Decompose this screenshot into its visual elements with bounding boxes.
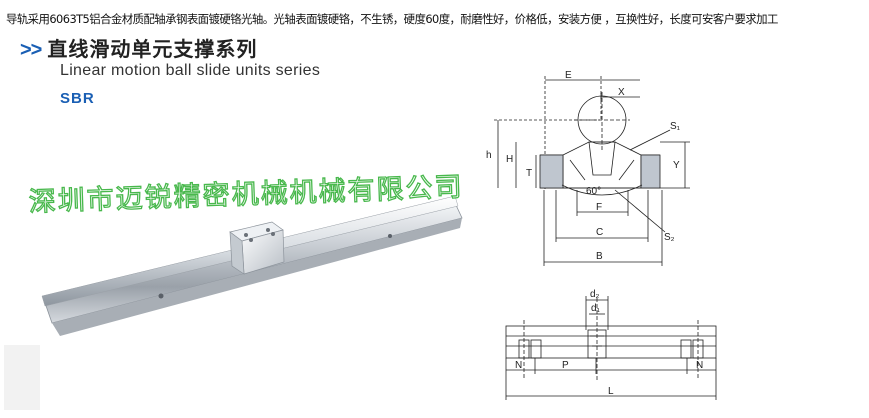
dim-label-N-right: N xyxy=(696,360,703,371)
dim-label-C: C xyxy=(596,227,603,238)
dim-label-H: H xyxy=(506,154,513,165)
dim-label-S2: S₂ xyxy=(664,232,675,243)
dim-label-d2: d₂ xyxy=(590,289,600,300)
series-code: SBR xyxy=(60,90,95,107)
dim-label-d1: d₁ xyxy=(591,303,601,314)
title-chinese: 直线滑动单元支撑系列 xyxy=(47,37,258,61)
mount-hole xyxy=(158,293,164,299)
product-description: 导轨采用6063T5铝合金材质配轴承钢表面镀硬铬光轴。光轴表面镀硬铬，不生锈，硬… xyxy=(6,12,778,26)
title-english: Linear motion ball slide units series xyxy=(60,62,321,79)
dim-label-N-left: N xyxy=(515,360,522,371)
dim-label-angle: 60° xyxy=(586,186,601,197)
dim-label-S1: S₁ xyxy=(670,121,681,132)
photo-artifact xyxy=(4,345,40,410)
dim-label-L: L xyxy=(608,386,614,397)
dim-label-T: T xyxy=(526,168,532,179)
dim-label-F: F xyxy=(596,202,602,213)
dim-label-h: h xyxy=(486,150,492,161)
dim-label-X: X xyxy=(618,87,625,98)
mount-hole xyxy=(388,234,392,238)
dim-label-E: E xyxy=(565,70,572,81)
dim-label-P: P xyxy=(562,360,569,371)
page-title: >>直线滑动单元支撑系列 xyxy=(20,33,257,62)
dim-label-B: B xyxy=(596,251,603,262)
dim-label-Y: Y xyxy=(673,160,680,171)
slide-block xyxy=(229,221,285,275)
double-arrow-icon: >> xyxy=(20,39,42,61)
